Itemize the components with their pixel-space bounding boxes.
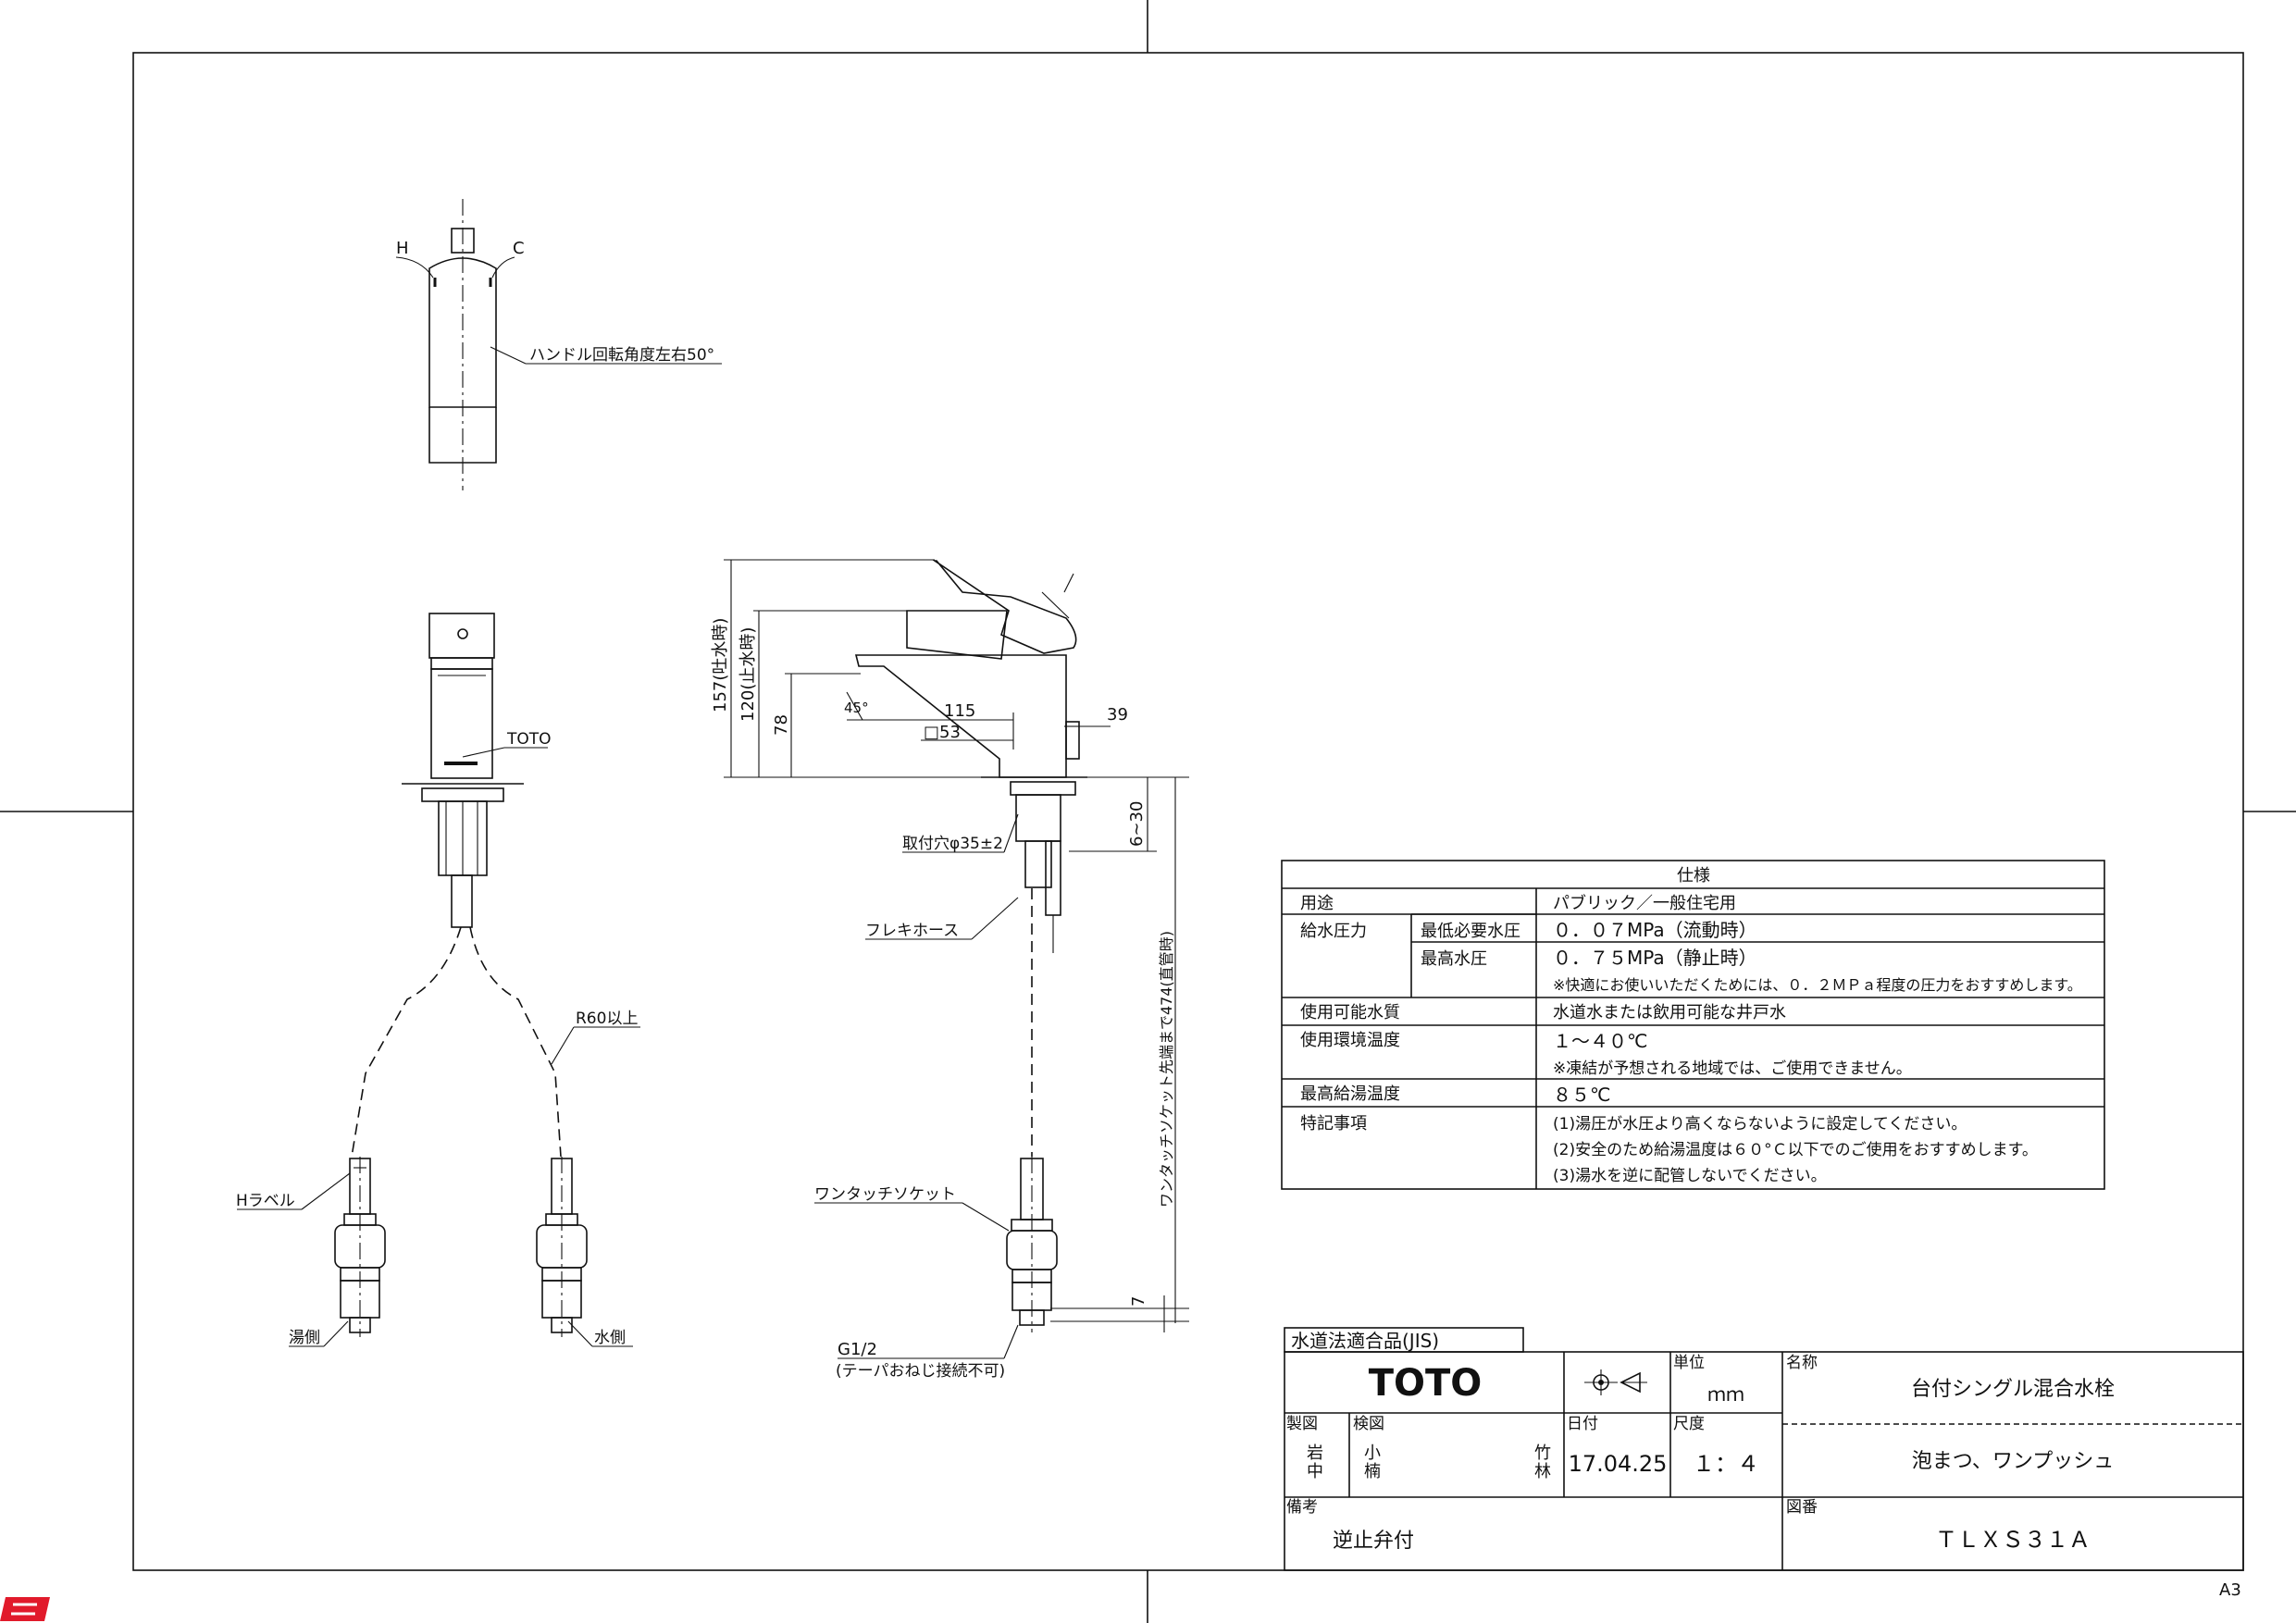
side-view: 157(吐水時) 120(止水時) 78 115 39 □53 45° 6~30… [711, 559, 1189, 1381]
spec-row-max-pressure-label: 最高水圧 [1421, 949, 1487, 969]
dim-120: 120(止水時) [738, 627, 758, 722]
spec-row-note-3: (3)湯水を逆に配管しないでください。 [1553, 1167, 1827, 1185]
remarks-label: 備考 [1286, 1498, 1318, 1517]
spec-row-env-temp-label: 使用環境温度 [1300, 1031, 1400, 1050]
scale-value: １：４ [1693, 1451, 1759, 1477]
dim-474: ワンタッチソケット先端まで474(直管時) [1158, 931, 1175, 1208]
one-touch-socket-note: ワンタッチソケット [814, 1185, 956, 1204]
top-view-h-label: H [396, 239, 409, 258]
handle-rotation-note: ハンドル回転角度左右50° [529, 346, 714, 365]
corner-logo-icon [0, 1597, 50, 1621]
brand-label-callout: TOTO [506, 730, 552, 749]
mount-hole-note: 取付穴φ35±2 [902, 835, 1003, 853]
hot-side-label: 湯側 [289, 1329, 320, 1347]
spec-row-notes-label: 特記事項 [1300, 1114, 1367, 1134]
dim-39: 39 [1107, 705, 1128, 725]
checked-by-4: 林 [1534, 1462, 1551, 1481]
spec-row-max-hot-value: ８５℃ [1553, 1084, 1610, 1106]
spec-row-min-pressure-value: ０．０７MPa（流動時） [1553, 919, 1757, 941]
dim-square-53: □53 [924, 723, 961, 742]
flex-hose-note: フレキホース [865, 922, 959, 940]
spec-row-min-pressure-label: 最低必要水圧 [1421, 922, 1520, 941]
h-label-note: Hラベル [236, 1192, 295, 1210]
spec-row-env-temp-note: ※凍結が予想される地域では、ご使用できません。 [1553, 1059, 1912, 1078]
spec-row-usage-label: 用途 [1300, 894, 1334, 913]
toto-logo: TOTO [1369, 1362, 1483, 1405]
date-label: 日付 [1567, 1415, 1598, 1433]
unit-value: ｍｍ [1707, 1383, 1744, 1406]
dim-7: 7 [1129, 1296, 1148, 1307]
spec-row-note-2: (2)安全のため給湯温度は６０°Ｃ以下でのご使用をおすすめします。 [1553, 1140, 2038, 1159]
dim-78: 78 [772, 714, 791, 736]
drawn-by-2: 中 [1307, 1462, 1323, 1481]
checked-label: 検図 [1353, 1415, 1384, 1433]
front-view: R60以上 TOTO [351, 613, 640, 1158]
drawing-no-label: 図番 [1786, 1498, 1818, 1517]
title-block: 水道法適合品(JIS) TOTO 単位 ｍｍ 名称 台付シングル混合水栓 泡まつ… [1284, 1327, 2244, 1571]
dim-157: 157(吐水時) [711, 618, 730, 712]
name-label: 名称 [1786, 1354, 1818, 1372]
top-view: H C ハンドル回転角度左右50° [395, 199, 722, 490]
remarks-value: 逆止弁付 [1333, 1530, 1414, 1553]
spec-row-pressure-note: ※快適にお使いいただくためには、０．２ＭＰａ程度の圧力をおすすめします。 [1553, 976, 2082, 994]
checked-by-2: 楠 [1364, 1462, 1381, 1481]
hot-side-connector: Hラベル 湯側 [236, 1157, 386, 1347]
radius-note: R60以上 [576, 1010, 638, 1028]
cold-side-label: 水側 [594, 1329, 626, 1347]
spec-row-pressure-label: 給水圧力 [1300, 922, 1367, 941]
dim-115: 115 [944, 701, 975, 721]
product-name: 台付シングル混合水栓 [1911, 1378, 2115, 1401]
spec-row-note-1: (1)湯圧が水圧より高くならないように設定してください。 [1553, 1115, 1967, 1134]
sheet-size: A3 [2219, 1580, 2241, 1600]
cold-side-connector: 水側 [536, 1157, 633, 1347]
spec-row-water-quality-label: 使用可能水質 [1300, 1003, 1400, 1022]
unit-label: 単位 [1673, 1354, 1705, 1372]
scale-label: 尺度 [1673, 1415, 1705, 1433]
product-subtitle: 泡まつ、ワンプッシュ [1912, 1450, 2114, 1473]
top-view-c-label: C [513, 239, 525, 258]
dim-6-30: 6~30 [1127, 801, 1147, 847]
projection-symbol [1584, 1369, 1647, 1395]
spec-table: 仕様 用途 パブリック／一般住宅用 給水圧力 最低必要水圧 ０．０７MPa（流動… [1281, 860, 2105, 1190]
spec-row-max-hot-label: 最高給湯温度 [1300, 1084, 1400, 1104]
spec-row-env-temp-value: １～４０℃ [1553, 1030, 1647, 1052]
g12-note: (テーパおねじ接続不可) [836, 1362, 1005, 1381]
spec-title: 仕様 [1677, 866, 1710, 886]
checked-by-1: 小 [1364, 1443, 1381, 1463]
sheet-border [132, 52, 2244, 1571]
spec-row-water-quality-value: 水道水または飲用可能な井戸水 [1553, 1003, 1786, 1022]
checked-by-3: 竹 [1534, 1443, 1551, 1463]
date-value: 17.04.25 [1569, 1451, 1668, 1477]
drawing-number: ＴＬＸＳ３１Ａ [1935, 1527, 2091, 1553]
spec-row-usage-value: パブリック／一般住宅用 [1553, 893, 1736, 913]
jis-label: 水道法適合品(JIS) [1291, 1330, 1439, 1352]
dim-angle-45: 45° [844, 700, 869, 716]
drawn-by-1: 岩 [1307, 1443, 1323, 1463]
spec-row-max-pressure-value: ０．７５MPa（静止時） [1553, 947, 1757, 969]
drawn-label: 製図 [1286, 1415, 1318, 1433]
g12-label: G1/2 [838, 1340, 877, 1359]
